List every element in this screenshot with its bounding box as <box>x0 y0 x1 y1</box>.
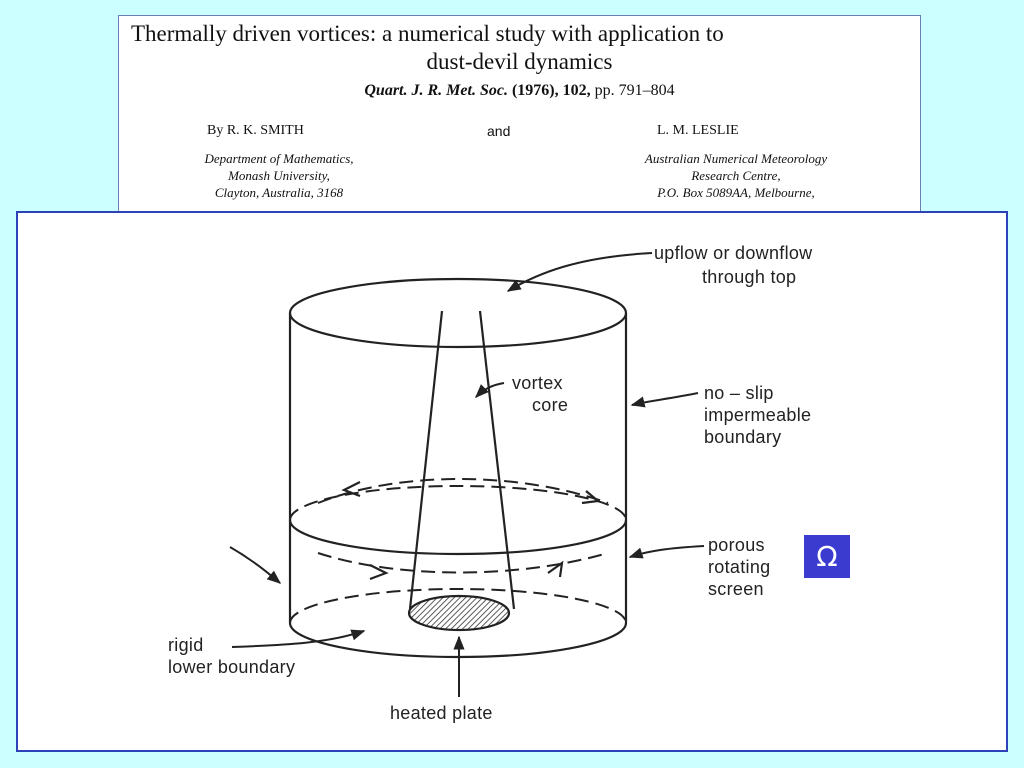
affiliation-leslie: Australian Numerical Meteorology Researc… <box>581 150 891 201</box>
screen-back-arc <box>289 485 627 521</box>
omega-rotation-badge: Ω <box>804 535 850 578</box>
cylinder-top-ellipse <box>288 277 628 349</box>
label-upflow-line2: through top <box>702 267 796 287</box>
label-noslip-line1: no – slip <box>704 383 774 403</box>
circulation-arrow <box>369 564 389 581</box>
affiliation-line: Clayton, Australia, 3168 <box>214 185 344 200</box>
affiliation-line: Research Centre, <box>691 168 781 183</box>
rigid-leader <box>231 629 366 648</box>
label-heated-plate: heated plate <box>390 703 493 723</box>
label-vortex-line2: core <box>532 395 568 415</box>
affiliation-line: Monash University, <box>228 168 330 183</box>
screen-front-arc <box>288 519 628 556</box>
affiliation-line: Australian Numerical Meteorology <box>644 151 828 166</box>
inflow-arrow <box>229 546 282 584</box>
label-porous-line1: porous <box>708 535 765 555</box>
diagram-panel: upflow or downflow through top vortex co… <box>16 211 1008 752</box>
citation: Quart. J. R. Met. Soc. (1976), 102, pp. … <box>119 82 920 100</box>
label-rigid-line2: lower boundary <box>168 657 295 677</box>
label-noslip-line3: boundary <box>704 427 781 447</box>
cylinder-diagram: upflow or downflow through top vortex co… <box>168 243 813 723</box>
upflow-leader <box>506 252 653 292</box>
vortex-core-right <box>478 310 516 610</box>
label-rigid-line1: rigid <box>168 635 204 655</box>
circulation-arrow <box>341 481 361 498</box>
heated-plate <box>407 594 511 632</box>
label-porous-line2: rotating <box>708 557 770 577</box>
noslip-leader <box>630 392 699 408</box>
vortex-leader <box>475 382 505 398</box>
affiliation-line: P.O. Box 5089AA, Melbourne, <box>657 185 815 200</box>
paper-title-line2: dust-devil dynamics <box>426 49 613 74</box>
citation-volume: 102, <box>562 82 591 99</box>
porous-leader <box>628 545 705 559</box>
label-vortex-line1: vortex <box>512 373 563 393</box>
author-conjunction: and <box>487 123 511 139</box>
paper-title-line1: Thermally driven vortices: a numerical s… <box>131 21 724 46</box>
citation-journal: Quart. J. R. Met. Soc. <box>364 82 508 99</box>
label-upflow-line1: upflow or downflow <box>654 243 813 263</box>
circulation-arrow <box>581 490 601 505</box>
circulation-lower <box>317 552 609 574</box>
circulation-upper <box>317 478 609 504</box>
bottom-back-arc <box>289 588 627 624</box>
author-leslie: L. M. LESLIE <box>657 123 739 138</box>
affiliation-line: Department of Mathematics, <box>204 151 354 166</box>
label-porous-line3: screen <box>708 579 764 599</box>
circulation-arrow <box>547 560 564 578</box>
paper-header: Thermally driven vortices: a numerical s… <box>118 15 921 220</box>
citation-pages: pp. 791–804 <box>594 82 675 99</box>
vortex-core-left <box>408 310 444 610</box>
citation-year: (1976), <box>511 82 559 99</box>
affiliation-smith: Department of Mathematics, Monash Univer… <box>159 150 399 201</box>
author-smith: By R. K. SMITH <box>207 123 304 138</box>
label-noslip-line2: impermeable <box>704 405 811 425</box>
